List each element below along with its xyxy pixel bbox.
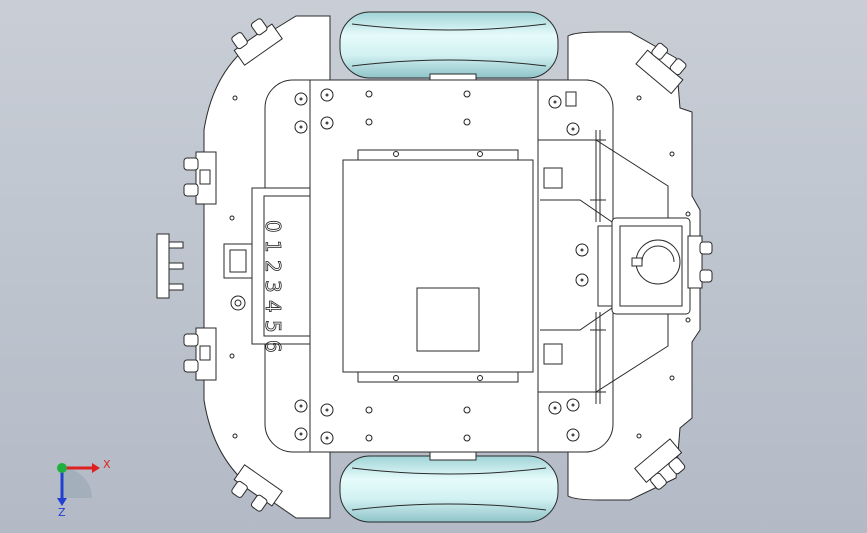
top-wheel <box>339 11 559 83</box>
axis-x-arrow <box>92 463 100 473</box>
axis-triad: X Z <box>57 458 111 519</box>
axis-x-label: X <box>103 458 111 471</box>
engraved-bracket-inner <box>263 195 311 337</box>
control-box-lid-top <box>357 149 519 161</box>
digit-engraving: 0 1 2 3 4 5 6 <box>261 220 286 354</box>
ultrasonic-sensor-left-lower <box>183 327 217 381</box>
screw-holes <box>229 90 691 442</box>
axis-y-dot <box>57 463 67 473</box>
digit-5: 5 <box>261 320 285 333</box>
digit-3: 3 <box>261 280 285 293</box>
digit-6: 6 <box>261 340 285 353</box>
connector-port <box>230 295 246 311</box>
control-box-window <box>416 287 480 352</box>
ultrasonic-sensor-corner-bottom-left <box>231 464 283 512</box>
ultrasonic-sensor-corner-bottom-right <box>634 438 686 490</box>
ultrasonic-sensor-corner-top-left <box>231 18 283 66</box>
ultrasonic-sensor-corner-top-right <box>635 42 687 95</box>
threaded-rods <box>590 130 606 404</box>
axis-z-label: Z <box>58 506 66 519</box>
ultrasonic-sensor-left-upper <box>183 151 217 205</box>
digit-0: 0 <box>261 220 285 233</box>
power-switch <box>223 243 253 279</box>
axis-z-arrow <box>57 498 67 506</box>
mounting-holes <box>294 88 589 445</box>
digit-1: 1 <box>261 240 285 253</box>
control-box-lid-bottom <box>357 371 519 383</box>
digit-4: 4 <box>261 300 285 313</box>
standoffs <box>543 91 577 365</box>
front-bumper <box>156 233 184 299</box>
digit-2: 2 <box>261 260 285 273</box>
engraved-bracket <box>251 187 311 345</box>
caster-assembly <box>597 217 713 315</box>
bottom-wheel <box>339 451 559 523</box>
